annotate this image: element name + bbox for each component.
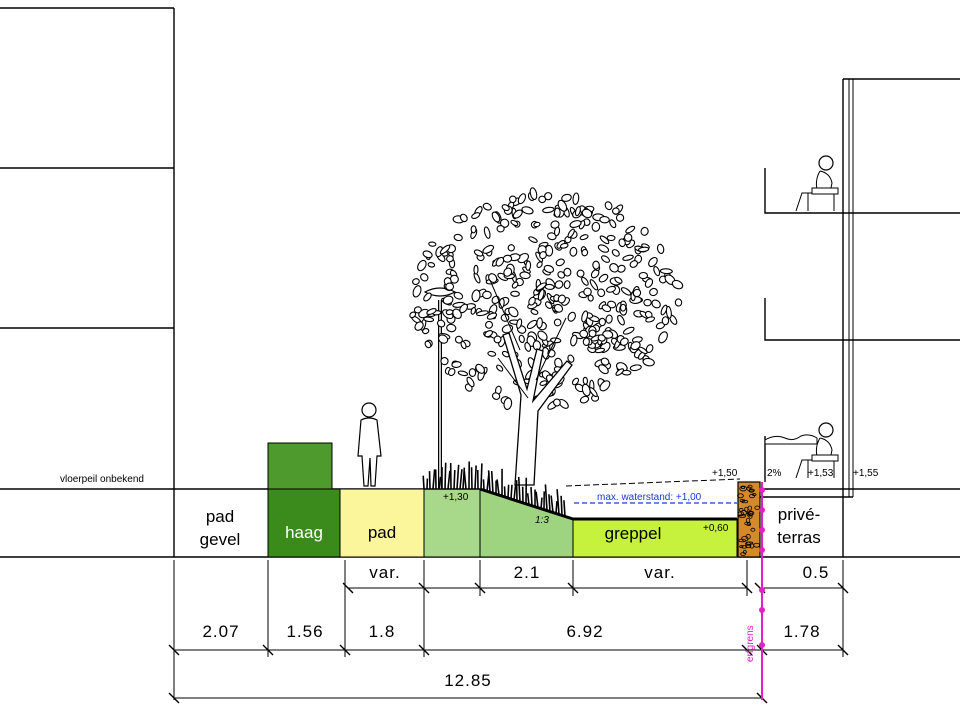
tree-icon — [409, 187, 684, 486]
grass-blade — [563, 500, 566, 517]
grass-blade — [530, 487, 533, 506]
left-building — [0, 7, 175, 557]
grass-blade — [447, 470, 451, 490]
dim-total-12-85: 12.85 — [444, 671, 492, 690]
grass-blade — [463, 470, 467, 490]
band-pad-gevel: pad gevel — [200, 507, 241, 549]
dim-row2-6-92: 6.92 — [566, 622, 603, 641]
grass-blade — [444, 462, 447, 490]
haag-band-fill — [267, 488, 341, 558]
grass-blade — [556, 489, 560, 515]
standing-person-icon — [357, 402, 382, 487]
seated-person-terrace-icon — [795, 422, 839, 479]
greppel-label: greppel — [605, 524, 662, 543]
band-prive-terras: privé- terras 2% +1,53 +1,55 — [767, 468, 879, 547]
grass-blade — [482, 479, 485, 491]
grass-blade — [480, 463, 483, 490]
grass-blade — [422, 475, 425, 490]
dim-row2-1-8: 1.8 — [369, 622, 396, 641]
grass-blade — [496, 479, 500, 496]
level-150: +1,50 — [712, 468, 738, 479]
dim-row1-0-5: 0.5 — [803, 563, 830, 582]
grass-blade — [555, 501, 558, 514]
pct-label: 2% — [767, 468, 782, 479]
grass-blade — [510, 484, 513, 500]
grass-blade — [456, 464, 460, 490]
band-pad: pad — [339, 488, 425, 558]
pad-gevel-label-1: pad — [206, 507, 234, 526]
vloerpeil-label: vloerpeil onbekend — [60, 474, 144, 485]
grass-blade — [526, 493, 530, 505]
erfgrens-property-line: erfgrens — [745, 482, 765, 700]
grass-blade — [548, 494, 551, 512]
greppel-band-fill — [572, 518, 738, 558]
grass-blade — [474, 465, 477, 490]
seated-person-upper-icon — [795, 155, 839, 212]
pad-gevel-label-2: gevel — [200, 530, 241, 549]
max-waterstand-label: max. waterstand: +1,00 — [597, 492, 702, 503]
pad-label: pad — [368, 523, 396, 542]
prive-label-2: terras — [777, 528, 820, 547]
grass-blade — [560, 495, 563, 516]
grass-blade — [535, 491, 539, 508]
hedge-shape — [267, 442, 333, 490]
dim-row2-1-78: 1.78 — [783, 622, 820, 641]
dim-row1-var-right: var. — [644, 563, 675, 582]
grass-blade — [432, 469, 436, 490]
grass-blade — [550, 495, 554, 513]
level-155: +1,55 — [853, 468, 879, 479]
water-dash-upper — [565, 478, 741, 487]
dim-row1-var-left: var. — [369, 563, 400, 582]
haag-label: haag — [285, 523, 323, 542]
terrace-planter — [764, 434, 818, 445]
prive-label-1: privé- — [778, 505, 821, 524]
grass-blade — [507, 484, 510, 499]
grass-blade — [544, 484, 548, 511]
band-slope: 1:3 +1,30 — [423, 487, 574, 558]
gravel-texture — [737, 484, 761, 556]
grass-blade — [462, 467, 466, 490]
slope-ratio: 1:3 — [535, 515, 549, 526]
band-haag: haag — [267, 442, 341, 558]
level-060: +0,60 — [703, 523, 729, 534]
grass-blade — [453, 470, 456, 490]
dim-row2-2-07: 2.07 — [202, 622, 239, 641]
grass-blade — [487, 470, 491, 493]
grass-blade — [540, 497, 543, 509]
right-building — [760, 78, 960, 557]
level-130: +1,30 — [443, 492, 469, 503]
dim-row1-2-1: 2.1 — [514, 563, 541, 582]
grass-tufts — [422, 461, 566, 517]
grass-blade — [459, 469, 463, 490]
band-greppel: greppel +0,60 — [572, 517, 738, 558]
grass-blade — [490, 470, 494, 494]
dim-row2-1-56: 1.56 — [286, 622, 323, 641]
grass-blade — [513, 484, 517, 501]
level-153: +1,53 — [808, 468, 834, 479]
erfgrens-label: erfgrens — [745, 625, 756, 662]
grass-blade — [517, 476, 521, 502]
street-lamp-icon — [423, 287, 457, 488]
dimension-lines: var. 2.1 var. 0.5 2.07 1.56 1.8 6.92 1.7… — [168, 560, 849, 704]
grass-blade — [438, 476, 442, 490]
